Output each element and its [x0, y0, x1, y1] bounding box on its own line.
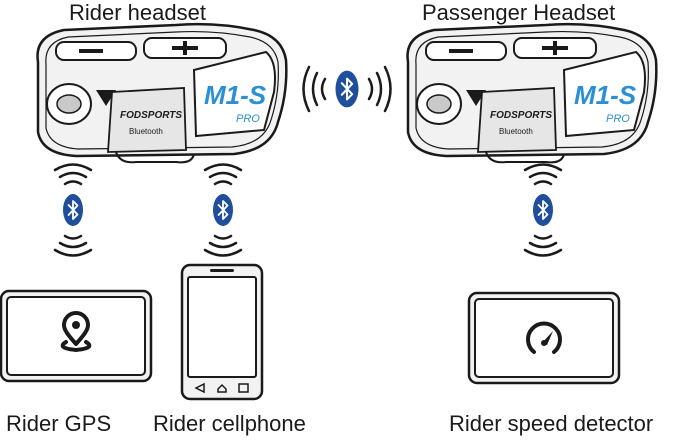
bluetooth-icon	[62, 193, 84, 227]
model-sub-text: PRO	[236, 113, 260, 125]
cellphone-link-bluetooth	[203, 163, 243, 257]
rider-headset-device: FODSPORTS Bluetooth M1-S PRO	[36, 22, 288, 164]
bluetooth-icon	[212, 193, 234, 227]
back-icon	[194, 382, 205, 394]
passenger-headset-label: Passenger Headset	[422, 0, 616, 25]
bluetooth-icon	[334, 69, 360, 109]
headset-link-bluetooth	[302, 65, 392, 113]
rider-cellphone-label: Rider cellphone	[153, 411, 306, 436]
passenger-headset-device: FODSPORTS Bluetooth M1-S PRO	[406, 22, 658, 164]
rider-speed-detector-device	[467, 291, 621, 385]
rider-headset-label: Rider headset	[69, 0, 206, 25]
speed-detector-link-bluetooth	[523, 163, 563, 257]
brand-text: FODSPORTS	[490, 110, 552, 121]
model-text: M1-S	[204, 80, 267, 110]
signal-waves-right-icon	[367, 65, 392, 113]
location-pin-icon	[60, 311, 92, 353]
rider-speed-detector-label: Rider speed detector	[449, 411, 654, 436]
bluetooth-text: Bluetooth	[129, 127, 163, 136]
bluetooth-icon	[532, 193, 554, 227]
home-icon	[217, 383, 227, 393]
signal-waves-left-icon	[302, 65, 327, 113]
speedometer-icon	[526, 321, 562, 354]
rider-cellphone-device	[180, 263, 264, 401]
brand-text: FODSPORTS	[120, 110, 182, 121]
gps-link-bluetooth	[53, 163, 93, 257]
menu-icon	[238, 383, 249, 393]
rider-gps-device	[0, 289, 153, 383]
bluetooth-text: Bluetooth	[499, 127, 533, 136]
model-sub-text: PRO	[606, 113, 630, 125]
rider-gps-label: Rider GPS	[6, 411, 112, 436]
model-text: M1-S	[574, 80, 637, 110]
